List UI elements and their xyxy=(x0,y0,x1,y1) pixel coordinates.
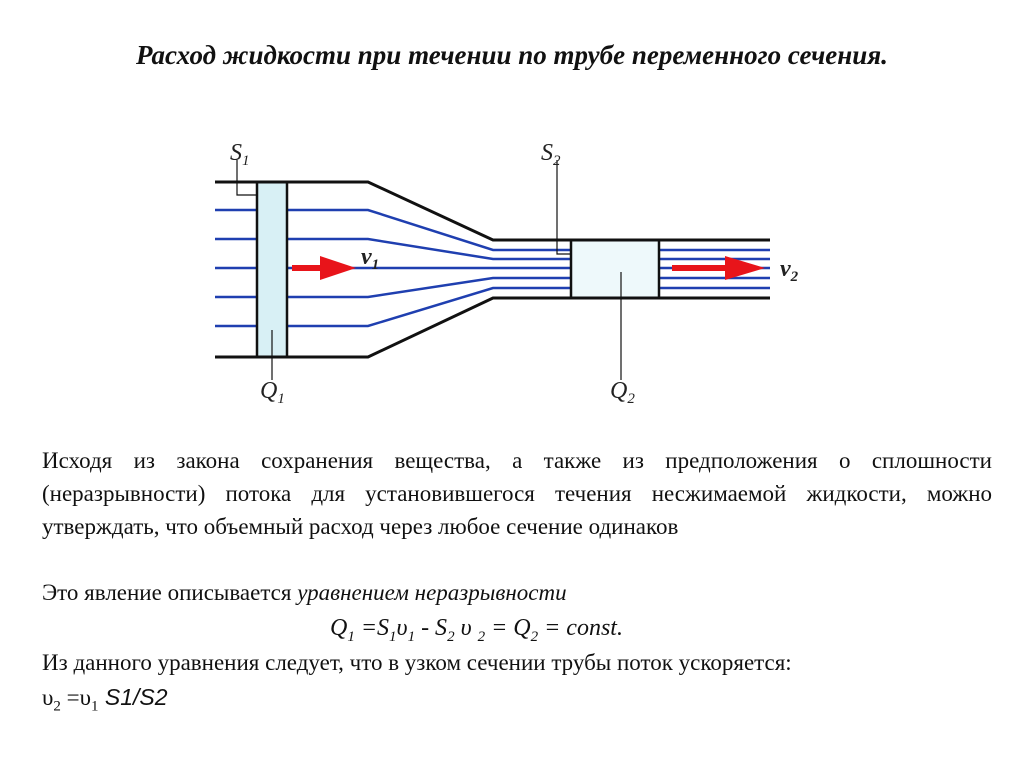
pipe-top-wall xyxy=(215,180,770,242)
streamline xyxy=(215,286,770,328)
label-q1: Q1 xyxy=(260,378,285,407)
label-v2: v2 xyxy=(780,256,799,285)
label-q2: Q2 xyxy=(610,378,635,407)
velocity-arrow-1 xyxy=(292,256,356,280)
s1-leader xyxy=(236,160,257,196)
equation-intro: Это явление описывается уравнением нераз… xyxy=(42,580,567,606)
intro-term: уравнением неразрывности xyxy=(297,580,567,605)
slide-title: Расход жидкости при течении по трубе пер… xyxy=(136,40,888,70)
intro-text: Это явление описывается xyxy=(42,580,298,605)
s2-leader xyxy=(556,160,571,255)
label-s2: S2 xyxy=(541,140,561,169)
pipe-walls xyxy=(215,180,770,359)
body-paragraph: Исходя из закона сохранения вещества, а … xyxy=(42,448,992,539)
section-s1 xyxy=(255,180,289,359)
streamline xyxy=(215,208,770,252)
section-s2 xyxy=(569,238,661,300)
velocity-formula: υ2 =υ1 S1/S2 xyxy=(42,684,168,715)
conclusion-text: Из данного уравнения следует, что в узко… xyxy=(42,650,792,675)
velocity-arrow-2 xyxy=(672,256,765,280)
label-v1: v1 xyxy=(361,244,379,273)
pipe-bottom-wall xyxy=(215,296,770,359)
continuity-equation: Q1 =S1υ1 - S2 υ 2 = Q2 = const. xyxy=(330,615,623,645)
label-s1: S1 xyxy=(230,140,250,169)
